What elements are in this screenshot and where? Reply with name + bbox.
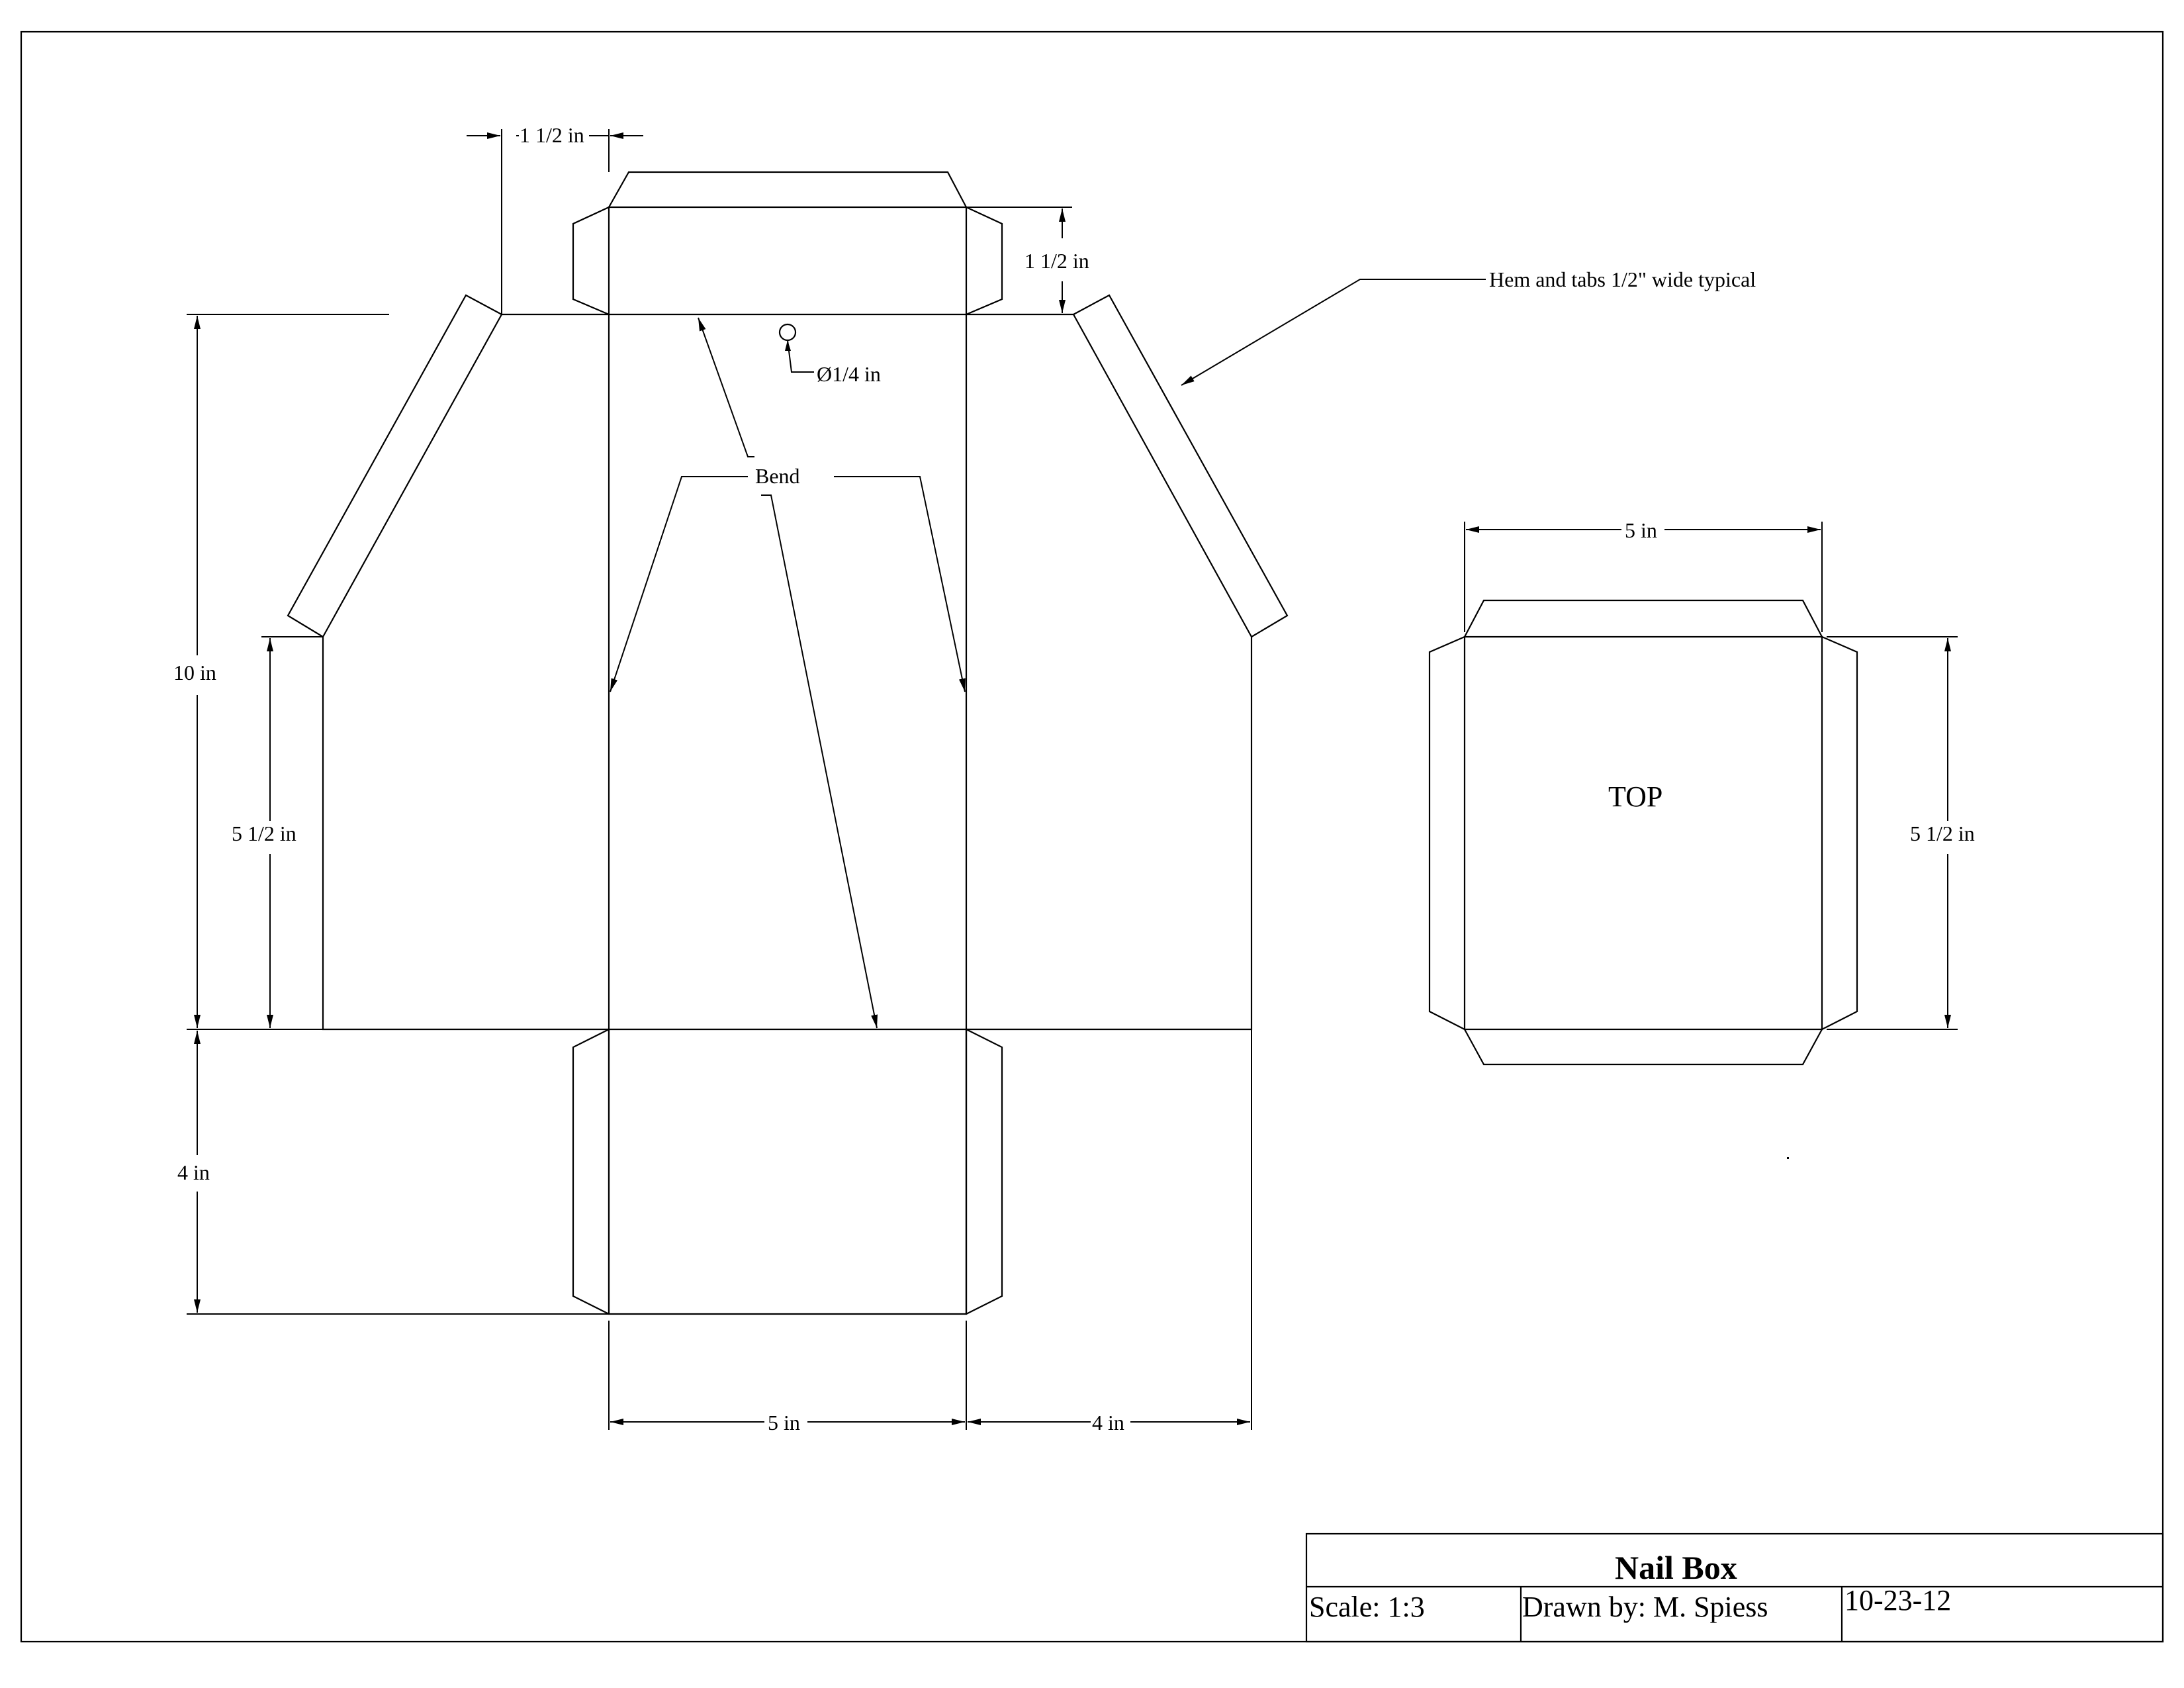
bottom-left-tab [572, 1029, 610, 1315]
top-flap-upper [1464, 599, 1823, 637]
dim-tab-height: 1 1/2 in [1024, 249, 1089, 273]
dim-top-width: 5 in [1625, 518, 1657, 542]
flat-pattern [287, 171, 1289, 1315]
title: Nail Box [1615, 1549, 1737, 1586]
top-flap-left [1428, 635, 1465, 1030]
sheet-border [20, 30, 2164, 1643]
top-panel [1463, 635, 1823, 1031]
top-flap-right-tab [966, 207, 1003, 316]
title-block: Nail Box Scale: 1:3 Drawn by: M. Spiess … [1305, 1532, 2164, 1643]
top-flap-lower [1464, 1029, 1823, 1066]
hem-note: Hem and tabs 1/2" wide typical [1181, 267, 1756, 386]
drawn-by: Drawn by: M. Spiess [1522, 1591, 1768, 1623]
right-side-panel [966, 314, 1253, 1031]
top-flap-outline [608, 171, 968, 314]
dim-total-height: 10 in [173, 661, 216, 684]
top-view: TOP 5 in 5 1/2 in [1428, 518, 1975, 1159]
top-flap-left-tab [572, 207, 610, 316]
bend-leaders: Bend [610, 317, 966, 1029]
top-flap-right [1821, 635, 1858, 1030]
left-hem [287, 294, 502, 637]
right-hem [1073, 294, 1289, 637]
hole [778, 323, 797, 342]
top-label: TOP [1608, 780, 1662, 813]
bottom-right-tab [966, 1029, 1003, 1315]
dimensions-main: 1 1/2 in 1 1/2 in Ø1/4 in 10 in 5 1/2 in… [173, 123, 1252, 1434]
dim-bottom-height: 4 in [177, 1160, 210, 1184]
dim-hole: Ø1/4 in [817, 362, 881, 386]
dim-top-height: 5 1/2 in [1910, 821, 1975, 845]
hem-note-text: Hem and tabs 1/2" wide typical [1489, 267, 1756, 291]
dim-side-height: 5 1/2 in [232, 821, 296, 845]
dim-bottom-width: 5 in [768, 1411, 800, 1434]
bend-label: Bend [755, 464, 800, 488]
dim-side-width: 4 in [1092, 1411, 1124, 1434]
bottom-panel [608, 1028, 968, 1315]
left-side-panel [322, 314, 609, 1031]
dim-tab-width: 1 1/2 in [520, 123, 584, 147]
date: 10-23-12 [1844, 1584, 1951, 1617]
scale: Scale: 1:3 [1309, 1591, 1425, 1623]
